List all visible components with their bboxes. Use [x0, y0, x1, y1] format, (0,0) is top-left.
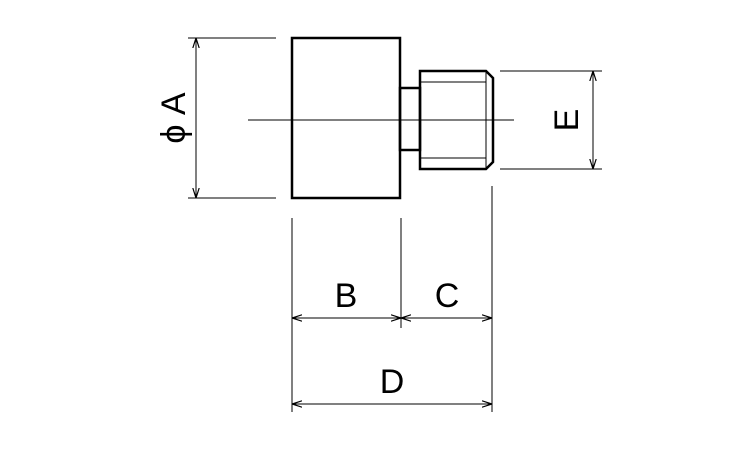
- label-length-c: C: [435, 277, 460, 315]
- dimension-c: C: [401, 277, 492, 318]
- dimension-b: B: [292, 277, 401, 318]
- dimension-e: E: [500, 70, 602, 170]
- label-length-d: D: [380, 363, 405, 401]
- neck: [398, 86, 422, 152]
- label-width-e: E: [548, 109, 586, 132]
- dimension-d: D: [292, 363, 492, 404]
- dimension-a: ϕ A: [155, 37, 276, 199]
- label-length-b: B: [335, 277, 358, 315]
- label-diameter-a: ϕ A: [155, 92, 193, 143]
- main-body: [290, 36, 402, 200]
